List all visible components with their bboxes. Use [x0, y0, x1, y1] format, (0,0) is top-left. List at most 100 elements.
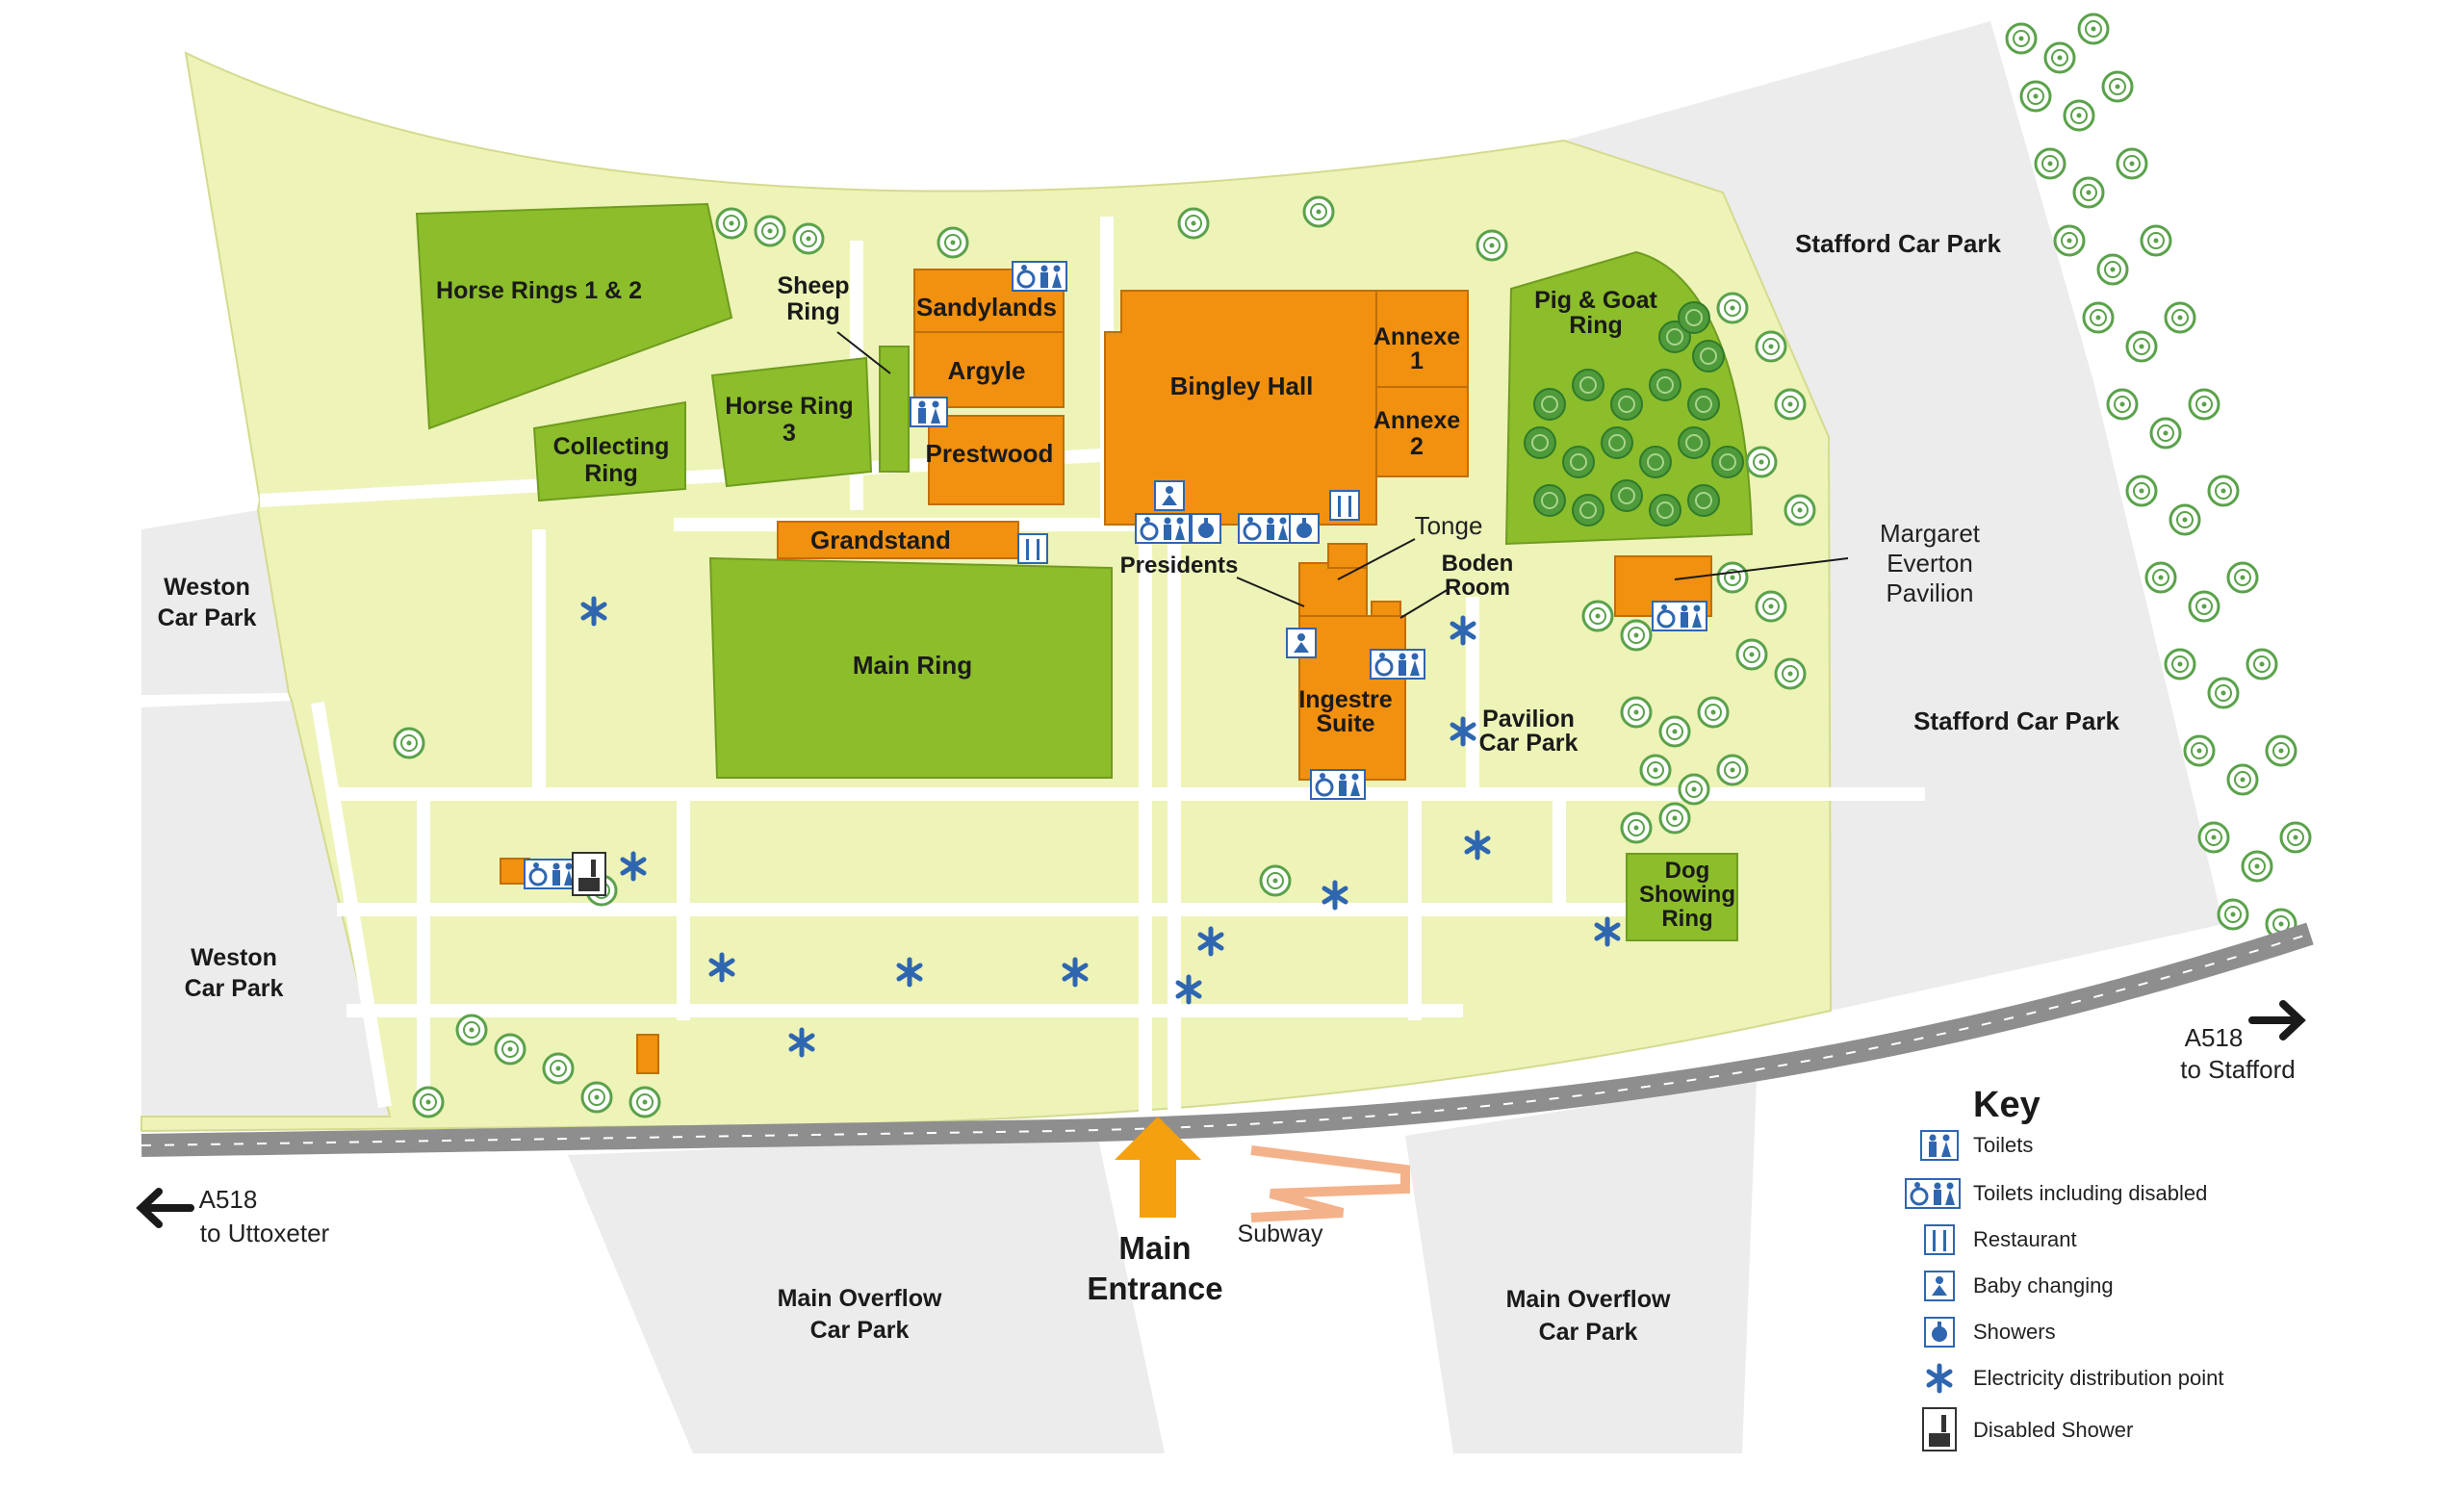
a518-stafford-label-1: A518: [2185, 1023, 2244, 1052]
disabled-toilets-icon: [1651, 600, 1708, 632]
main-ring-label: Main Ring: [853, 651, 972, 680]
boden-room-label-1: Boden: [1442, 551, 1514, 577]
disabled-toilets-icon: [1904, 1177, 1962, 1210]
a518-stafford-label-2: to Stafford: [2180, 1055, 2296, 1084]
grandstand-building: [777, 521, 1019, 559]
margaret-everton-label-3: Pavilion: [1886, 578, 1973, 607]
overflow-car-park-west-label-1: Main Overflow: [778, 1285, 942, 1312]
dog-showing-ring-label-2: Showing: [1639, 882, 1735, 908]
baby-changing-icon: [1154, 480, 1185, 511]
dog-showing-ring: [1626, 853, 1738, 941]
stafford-car-park-north: [1564, 21, 2093, 437]
horse-ring-3-label-1: Horse Ring: [725, 393, 853, 420]
subway-label: Subway: [1238, 1220, 1323, 1247]
horse-rings-1-2: [415, 202, 733, 430]
horse-rings-1-2-label: Horse Rings 1 & 2: [436, 277, 642, 304]
baby-changing-icon: [1924, 1271, 1955, 1301]
horse-ring-3-label-2: 3: [783, 420, 796, 447]
bingley-hall-building: [1104, 290, 1377, 526]
presidents-building: [1298, 562, 1368, 617]
a518-uttoxeter-label-1: A518: [199, 1185, 258, 1214]
showers-icon: [1289, 513, 1320, 544]
overflow-car-park-east-label-2: Car Park: [1539, 1319, 1638, 1346]
pig-goat-ring-label-1: Pig & Goat: [1534, 287, 1657, 314]
disabled-toilets-icon: [523, 858, 580, 890]
restaurant-icon: [1924, 1224, 1955, 1255]
sheep-ring-leader: [836, 331, 891, 374]
annexe-1-building: [1375, 290, 1469, 388]
showers-icon: [1924, 1317, 1955, 1348]
weston-car-park-south-label-2: Car Park: [185, 975, 284, 1002]
stafford-car-park-south: [1829, 381, 2223, 1011]
map-key: Key Toilets Toilets including disabled R…: [1904, 1085, 2223, 1451]
tonge-label: Tonge: [1415, 511, 1483, 540]
restaurant-icon: [1329, 490, 1360, 521]
annexe-2-building: [1375, 386, 1469, 477]
a518-road: [141, 922, 2314, 1157]
pig-goat-ring-label-2: Ring: [1569, 312, 1623, 339]
weston-car-park-north: [141, 510, 289, 695]
electricity-point-icon: [1929, 1366, 1950, 1391]
collecting-ring-label-1: Collecting: [553, 433, 670, 460]
stafford-car-park-south-label: Stafford Car Park: [1913, 706, 2119, 735]
weston-car-park-south-label-1: Weston: [191, 944, 277, 971]
collecting-ring: [532, 400, 686, 502]
restaurant-icon: [1017, 533, 1048, 564]
a518-uttoxeter-label-2: to Uttoxeter: [200, 1219, 330, 1247]
collecting-ring-label-2: Ring: [584, 460, 638, 487]
prestwood-building: [928, 415, 1065, 505]
overflow-car-park-east: [1405, 1080, 1757, 1453]
overflow-car-park-west: [568, 1134, 1165, 1453]
car-parks: [141, 21, 2223, 1453]
disabled-toilets-icon: [1369, 648, 1426, 681]
labels: Horse Rings 1 & 2 Sheep Ring Horse Ring …: [158, 229, 2296, 1346]
small-building-southwest: [636, 1034, 659, 1074]
ingestre-suite-label-2: Suite: [1316, 710, 1374, 737]
tonge-leader: [1337, 538, 1416, 580]
weston-car-park-north-label-1: Weston: [164, 574, 250, 601]
overflow-car-park-west-label-2: Car Park: [810, 1317, 910, 1344]
pavilion-car-park-label-2: Car Park: [1479, 730, 1578, 757]
ingestre-suite-label-1: Ingestre: [1298, 686, 1392, 713]
main-entrance-label-2: Entrance: [1087, 1271, 1222, 1306]
boden-room-leader: [1399, 588, 1450, 619]
dog-showing-ring-label-3: Ring: [1661, 906, 1712, 932]
disabled-shower-icon: [1922, 1407, 1957, 1451]
key-item-label: Baby changing: [1973, 1273, 2114, 1297]
main-entrance-label-1: Main: [1118, 1230, 1191, 1266]
weston-car-park-south: [141, 701, 390, 1117]
disabled-shower-icon: [572, 852, 606, 896]
main-ring: [708, 556, 1113, 779]
pavilion-car-park-label-1: Pavilion: [1482, 706, 1575, 732]
key-item-label: Disabled Shower: [1973, 1418, 2133, 1442]
toilets-icon: [1920, 1130, 1959, 1161]
grandstand-label: Grandstand: [810, 526, 951, 554]
disabled-toilets-icon: [1237, 512, 1295, 545]
presidents-label: Presidents: [1120, 552, 1239, 578]
main-entrance-arrow: [1115, 1117, 1201, 1218]
subway-path: [1250, 1145, 1410, 1222]
key-item-label: Toilets including disabled: [1973, 1181, 2207, 1205]
ingestre-suite-building: [1298, 615, 1406, 781]
overflow-car-park-east-label-1: Main Overflow: [1506, 1286, 1671, 1313]
bingley-hall-label: Bingley Hall: [1170, 372, 1314, 400]
prestwood-label: Prestwood: [926, 439, 1054, 468]
dog-showing-ring-label-1: Dog: [1665, 858, 1710, 884]
disabled-toilets-icon: [1011, 260, 1068, 293]
tonge-building: [1327, 543, 1368, 569]
annexe-1-label-1: Annexe: [1373, 323, 1460, 350]
margaret-everton-leader: [1674, 557, 1849, 580]
key-item-label: Toilets: [1973, 1133, 2033, 1157]
sandylands-label: Sandylands: [916, 293, 1057, 321]
showers-icon: [1191, 513, 1221, 544]
annexe-2-label-2: 2: [1410, 433, 1424, 460]
stafford-car-park-north-label: Stafford Car Park: [1795, 229, 2001, 258]
sheep-ring: [879, 346, 910, 473]
arrow-east-icon: [2248, 1000, 2306, 1040]
horse-ring-3: [710, 356, 873, 488]
argyle-building: [913, 331, 1065, 408]
toilets-icon: [910, 397, 948, 427]
weston-car-park-north-label-2: Car Park: [158, 604, 257, 631]
arrow-west-icon: [136, 1188, 194, 1228]
key-item-label: Showers: [1973, 1320, 2056, 1344]
